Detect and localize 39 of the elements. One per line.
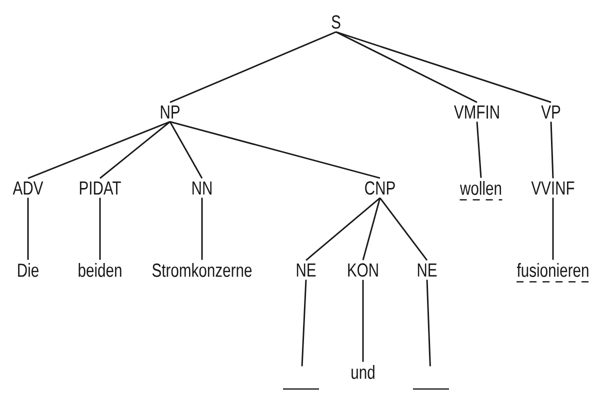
tree-branch xyxy=(28,121,170,179)
word-label: Die xyxy=(18,263,38,277)
word-label: und xyxy=(352,365,374,379)
tree-branch xyxy=(27,198,29,260)
category-label: VP xyxy=(541,105,560,119)
category-label: VVINF xyxy=(531,181,574,195)
category-label: NN xyxy=(192,181,212,195)
tree-branch xyxy=(301,280,307,366)
tree-branch xyxy=(100,121,170,179)
word-label: wollen xyxy=(460,181,502,200)
category-label: VMFIN xyxy=(454,105,499,119)
tree-branch xyxy=(379,197,428,261)
tree-branch xyxy=(336,31,552,103)
tree-branch xyxy=(170,31,336,103)
tree-branch xyxy=(336,31,478,103)
tree-branch xyxy=(306,197,380,261)
tree-branch xyxy=(550,122,554,178)
category-label: NE xyxy=(418,263,437,277)
category-label: ADV xyxy=(12,181,44,195)
tree-branch xyxy=(552,198,554,260)
underline-bar xyxy=(413,388,449,390)
category-label: NE xyxy=(296,263,316,277)
tree-branch xyxy=(362,280,364,362)
tree-branch xyxy=(201,198,203,260)
category-label: S xyxy=(332,15,340,29)
tree-branch xyxy=(362,198,381,260)
tree-branch xyxy=(170,121,380,179)
category-label: KON xyxy=(348,263,378,277)
underline-bar xyxy=(283,388,319,390)
tree-branch xyxy=(169,121,203,179)
category-label: CNP xyxy=(365,181,395,195)
word-label: fusionieren xyxy=(516,263,590,282)
tree-branch xyxy=(99,198,101,260)
tree-branch xyxy=(426,280,431,366)
category-label: NP xyxy=(160,105,180,119)
word-label: beiden xyxy=(78,263,122,277)
word-label: Stromkonzerne xyxy=(152,263,252,277)
tree-branch xyxy=(476,122,482,178)
category-label: PIDAT xyxy=(80,181,121,195)
